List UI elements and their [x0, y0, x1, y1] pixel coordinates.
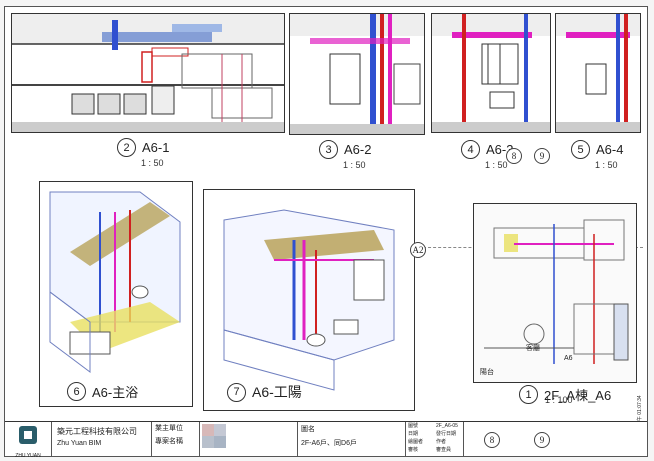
view-name: 2F_A棟_A6	[544, 388, 612, 403]
view-scale: 1 : 100	[545, 395, 573, 405]
drawing-sheet: 2 A6-1 1 : 50 3 A6-2 1 : 50 4 A6-3 1 : 5…	[4, 6, 648, 459]
project-label: 專案名稱	[155, 438, 183, 445]
section-a6-2-drawing	[290, 14, 424, 134]
drawing-label: 圖名	[301, 426, 315, 433]
floor-plan-drawing	[474, 204, 636, 382]
view-scale: 1 : 50	[485, 160, 508, 170]
section-a6-1-drawing	[12, 14, 284, 132]
grid-bubble-9: 9	[534, 148, 550, 164]
view-number-bubble: 6	[67, 382, 86, 401]
grid-bubble-8-bottom: 8	[484, 432, 500, 448]
revision-area: 8 9	[463, 422, 647, 456]
view-a6-master-bath[interactable]	[39, 181, 193, 407]
room-label-living: 客廳	[526, 345, 540, 352]
callout-a6-utility-balcony[interactable]: 7 A6-工陽	[227, 382, 302, 402]
view-plan-2f-a6[interactable]: 客廳 陽台 A6	[473, 203, 637, 383]
drawing-name: 2F-A6戶、同D6戶	[301, 440, 358, 447]
title-block: ZHU YUAN 築元工程科技有限公司 Zhu Yuan BIM 業主單位 專案…	[5, 421, 647, 459]
view-a6-1[interactable]	[11, 13, 285, 133]
section-a6-4-drawing	[556, 14, 640, 132]
swatches	[199, 422, 297, 456]
view-scale: 1 : 50	[343, 160, 366, 170]
unit-label-a6: A6	[564, 355, 573, 362]
view-name: A6-1	[142, 140, 170, 155]
view-name: A6-主浴	[92, 385, 139, 400]
grid-bubble-a2: A2	[410, 242, 426, 258]
owner-label: 業主單位	[155, 425, 183, 432]
callout-a6-1[interactable]: 2 A6-1	[117, 138, 169, 157]
drawing-title-cell: 圖名 2F-A6戶、同D6戶	[297, 422, 405, 456]
view-number-bubble: 2	[117, 138, 136, 157]
company-name-en: Zhu Yuan BIM	[57, 440, 102, 447]
company-logo	[19, 426, 37, 444]
view-a6-3[interactable]	[431, 13, 551, 133]
room-label-balcony: 陽台	[480, 369, 494, 376]
view-number-bubble: 1	[519, 385, 538, 404]
company-block: 築元工程科技有限公司 Zhu Yuan BIM	[51, 422, 151, 456]
logo-area: ZHU YUAN	[5, 422, 51, 459]
grid-bubble-8: 8	[506, 148, 522, 164]
field-table: 圖號 2F_A6-05 日期 發行日期 繪圖者 作者 審核 審查員	[405, 422, 463, 456]
view-number-bubble: 5	[571, 140, 590, 159]
owner-project-labels: 業主單位 專案名稱	[151, 422, 199, 456]
view-name: A6-2	[344, 142, 372, 157]
view-number-bubble: 7	[227, 382, 246, 402]
callout-plan-2f-a6[interactable]: 1 2F_A棟_A6	[519, 385, 611, 404]
callout-a6-2[interactable]: 3 A6-2	[319, 140, 371, 159]
view-a6-2[interactable]	[289, 13, 425, 135]
section-a6-3-drawing	[432, 14, 550, 132]
isometric-bath-drawing	[49, 191, 181, 373]
view-a6-4[interactable]	[555, 13, 641, 133]
view-number-bubble: 3	[319, 140, 338, 159]
view-name: A6-工陽	[252, 384, 302, 400]
view-name: A6-4	[596, 142, 624, 157]
view-number-bubble: 4	[461, 140, 480, 159]
company-name: 築元工程科技有限公司	[57, 427, 137, 436]
grid-bubble-9-bottom: 9	[534, 432, 550, 448]
view-a6-utility-balcony[interactable]	[203, 189, 415, 411]
view-scale: 1 : 50	[141, 158, 164, 168]
callout-a6-4[interactable]: 5 A6-4	[571, 140, 623, 159]
callout-a6-master-bath[interactable]: 6 A6-主浴	[67, 382, 138, 401]
view-scale: 1 : 50	[595, 160, 618, 170]
isometric-utility-drawing	[223, 209, 395, 391]
